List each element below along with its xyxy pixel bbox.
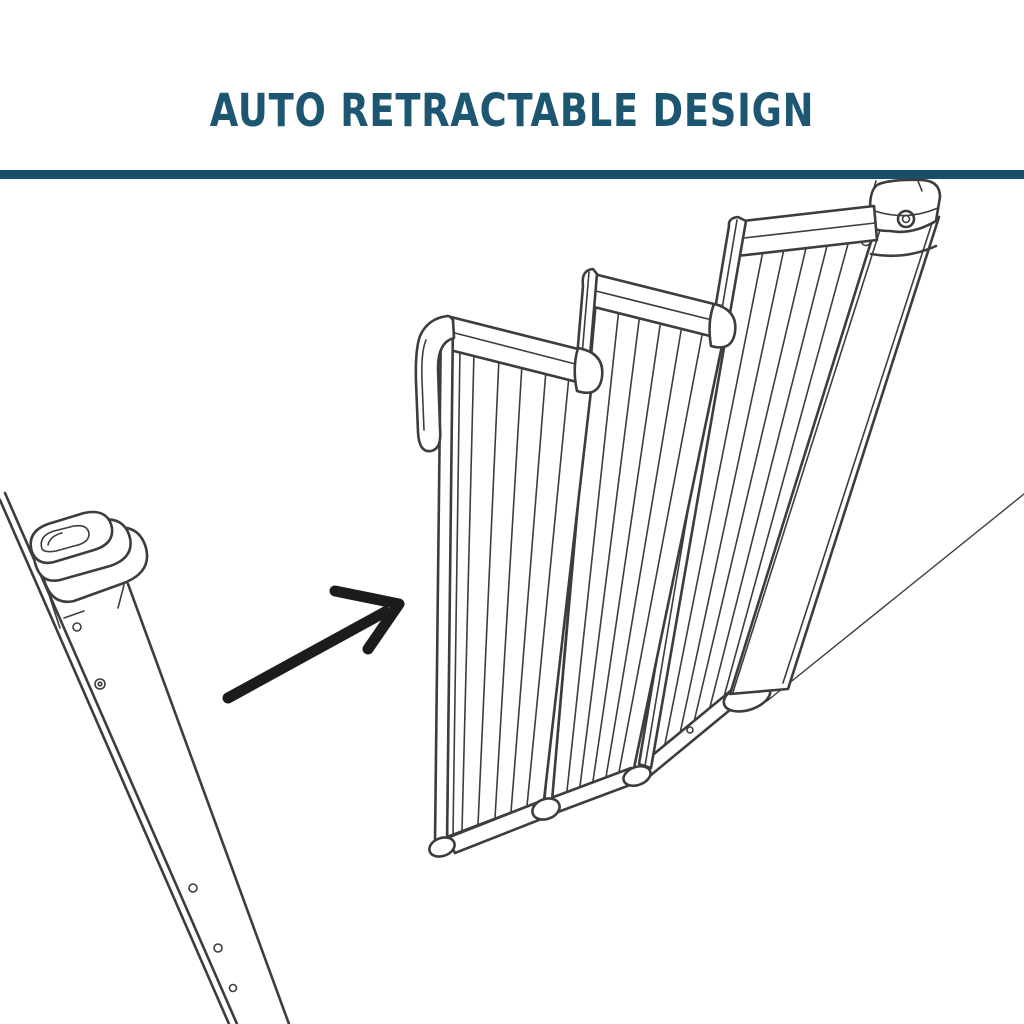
gate-top-rail-1 <box>440 314 604 395</box>
accordion-folded-gate-mesh <box>414 178 942 858</box>
pole-latch-cap <box>29 510 149 629</box>
gate-foot-2 <box>531 797 561 821</box>
page-title: AUTO RETRACTABLE DESIGN <box>209 84 815 137</box>
post-cap <box>868 178 942 234</box>
wall-edge-line <box>766 493 1024 702</box>
retract-direction-arrow-icon <box>222 585 405 704</box>
gate-hinge-1 <box>414 314 456 858</box>
gate-foot-3 <box>622 764 652 788</box>
post-cap-screw-hole <box>896 209 916 229</box>
gate-roller-post <box>728 178 942 696</box>
gate-foot-1 <box>428 836 456 858</box>
wall-mounting-pole <box>0 491 291 1024</box>
gate-top-rail-2 <box>588 272 737 349</box>
title-divider <box>0 170 1024 179</box>
pole-rivet-holes <box>72 622 238 993</box>
gate-hook-cap <box>414 314 456 453</box>
pole-latch-mouth <box>40 524 90 553</box>
